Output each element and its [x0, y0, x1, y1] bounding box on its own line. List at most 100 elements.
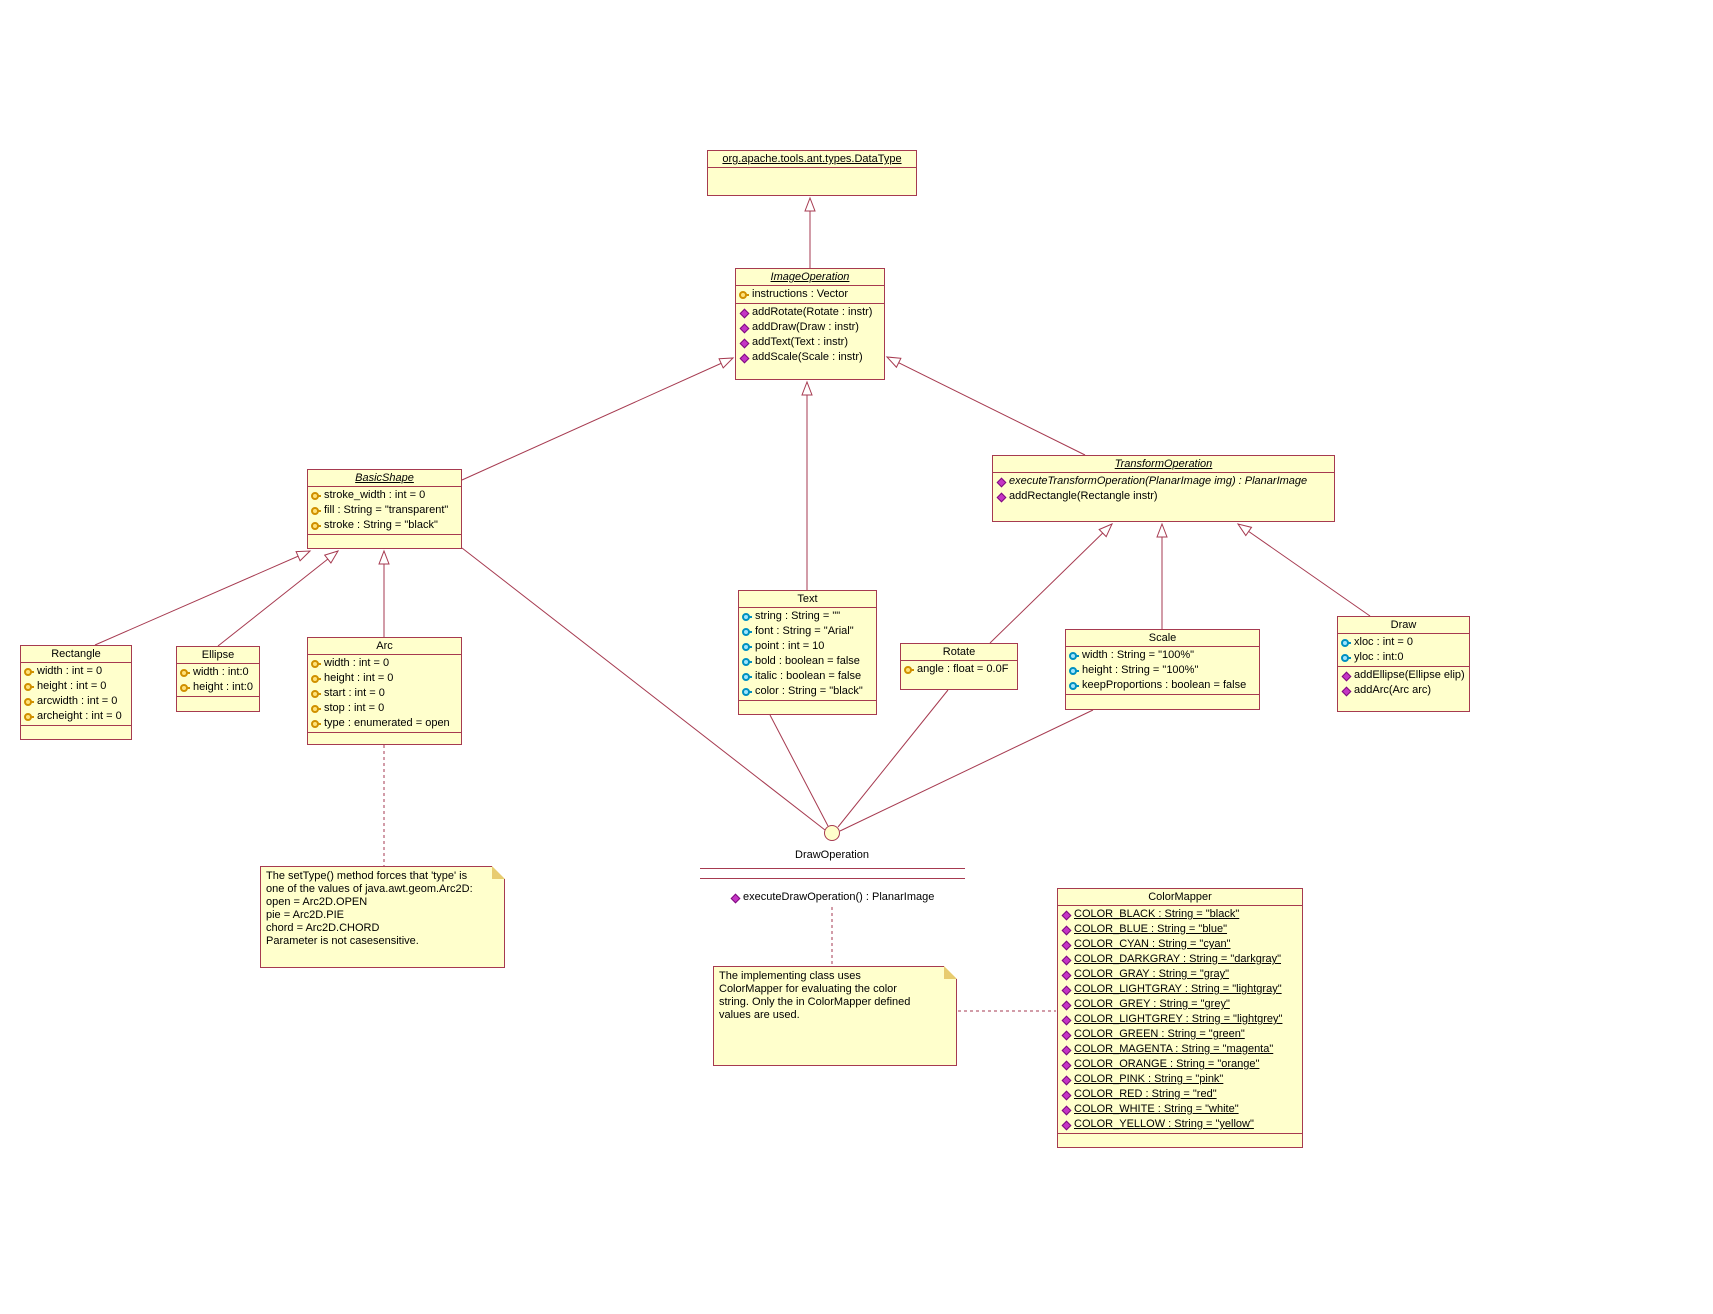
constant-row: COLOR_MAGENTA : String = "magenta"	[1058, 1042, 1302, 1057]
class-scale[interactable]: Scale width : String = "100%"height : St…	[1065, 629, 1260, 710]
protected-key-icon	[903, 664, 915, 676]
private-key-icon	[1340, 652, 1352, 664]
class-transformoperation[interactable]: TransformOperation executeTransformOpera…	[992, 455, 1335, 522]
class-title: BasicShape	[355, 472, 414, 484]
constant-row: COLOR_RED : String = "red"	[1058, 1087, 1302, 1102]
method-row: addScale(Scale : instr)	[736, 350, 884, 365]
interface-method-row: executeDrawOperation() : PlanarImage	[727, 890, 936, 905]
empty-compartment	[177, 696, 259, 711]
public-diamond-icon	[738, 337, 750, 349]
generalization-basicshape-imageoperation	[461, 357, 735, 481]
empty-compartment	[1058, 1133, 1302, 1147]
note-line: values are used.	[719, 1009, 800, 1021]
generalization-rectangle-basicshape	[94, 550, 312, 646]
public-diamond-icon	[1060, 1089, 1072, 1101]
class-colormapper[interactable]: ColorMapper COLOR_BLACK : String = "blac…	[1057, 888, 1303, 1148]
attribute-row: point : int = 10	[739, 639, 876, 654]
realization-scale-drawoperation	[839, 709, 1094, 832]
protected-key-icon	[310, 688, 322, 700]
attribute-row: arcwidth : int = 0	[21, 694, 131, 709]
public-diamond-icon	[1060, 954, 1072, 966]
constant-row: COLOR_GREY : String = "grey"	[1058, 997, 1302, 1012]
protected-key-icon	[23, 666, 35, 678]
note-line: string. Only the in ColorMapper defined	[719, 996, 911, 1008]
public-diamond-icon	[995, 491, 1007, 503]
public-diamond-icon	[1340, 685, 1352, 697]
realization-rotate-drawoperation	[837, 689, 949, 828]
class-rotate[interactable]: Rotate angle : float = 0.0F	[900, 643, 1018, 690]
public-diamond-icon	[1060, 969, 1072, 981]
private-key-icon	[1068, 650, 1080, 662]
note-line: one of the values of java.awt.geom.Arc2D…	[266, 883, 473, 895]
public-diamond-icon	[1060, 1119, 1072, 1131]
protected-key-icon	[310, 490, 322, 502]
public-diamond-icon	[1060, 909, 1072, 921]
protected-key-icon	[179, 667, 191, 679]
public-diamond-icon	[1060, 1044, 1072, 1056]
private-key-icon	[1068, 665, 1080, 677]
attribute-row: instructions : Vector	[736, 287, 884, 302]
generalization-draw-transformoperation	[1236, 523, 1371, 617]
attribute-row: stop : int = 0	[308, 701, 461, 716]
private-key-icon	[741, 671, 753, 683]
class-title: Rotate	[942, 646, 976, 658]
note-line: chord = Arc2D.CHORD	[266, 922, 380, 934]
class-title: Scale	[1148, 632, 1177, 644]
attribute-row: color : String = "black"	[739, 684, 876, 699]
empty-compartment	[708, 167, 916, 195]
realization-basicshape-drawoperation	[461, 547, 826, 831]
protected-key-icon	[738, 289, 750, 301]
attributes-compartment: COLOR_BLACK : String = "black"COLOR_BLUE…	[1058, 905, 1302, 1133]
protected-key-icon	[23, 696, 35, 708]
class-title: Ellipse	[201, 649, 235, 661]
public-diamond-icon	[995, 476, 1007, 488]
public-diamond-icon	[1060, 1059, 1072, 1071]
protected-key-icon	[23, 681, 35, 693]
method-row: executeTransformOperation(PlanarImage im…	[993, 474, 1334, 489]
method-row: addDraw(Draw : instr)	[736, 320, 884, 335]
constant-row: COLOR_LIGHTGREY : String = "lightgrey"	[1058, 1012, 1302, 1027]
private-key-icon	[741, 686, 753, 698]
public-diamond-icon	[738, 352, 750, 364]
generalization-rotate-transformoperation	[989, 523, 1113, 644]
attribute-row: start : int = 0	[308, 686, 461, 701]
class-title: Draw	[1390, 619, 1417, 631]
class-title: ImageOperation	[770, 271, 850, 283]
constant-row: COLOR_WHITE : String = "white"	[1058, 1102, 1302, 1117]
empty-compartment	[308, 732, 461, 744]
attribute-row: xloc : int = 0	[1338, 635, 1469, 650]
method-row: addRectangle(Rectangle instr)	[993, 489, 1334, 504]
interface-separator-lines	[700, 868, 965, 879]
note-line: pie = Arc2D.PIE	[266, 909, 344, 921]
attribute-row: height : int:0	[177, 680, 259, 695]
class-imageoperation[interactable]: ImageOperation instructions : Vector add…	[735, 268, 885, 380]
protected-key-icon	[310, 718, 322, 730]
generalization-ellipse-basicshape	[217, 550, 340, 647]
protected-key-icon	[310, 703, 322, 715]
public-diamond-icon	[1060, 924, 1072, 936]
private-key-icon	[741, 656, 753, 668]
constant-row: COLOR_PINK : String = "pink"	[1058, 1072, 1302, 1087]
constant-row: COLOR_CYAN : String = "cyan"	[1058, 937, 1302, 952]
class-text[interactable]: Text string : String = ""font : String =…	[738, 590, 877, 715]
method-row: addArc(Arc arc)	[1338, 683, 1469, 698]
note-line: The setType() method forces that 'type' …	[266, 870, 468, 882]
attribute-row: angle : float = 0.0F	[901, 662, 1017, 677]
class-title: Arc	[376, 640, 393, 652]
public-diamond-icon	[1060, 1074, 1072, 1086]
private-key-icon	[741, 611, 753, 623]
class-datatype[interactable]: org.apache.tools.ant.types.DataType	[707, 150, 917, 196]
protected-key-icon	[310, 673, 322, 685]
constant-row: COLOR_BLACK : String = "black"	[1058, 907, 1302, 922]
empty-compartment	[1066, 694, 1259, 709]
attribute-row: font : String = "Arial"	[739, 624, 876, 639]
attribute-row: width : int:0	[177, 665, 259, 680]
